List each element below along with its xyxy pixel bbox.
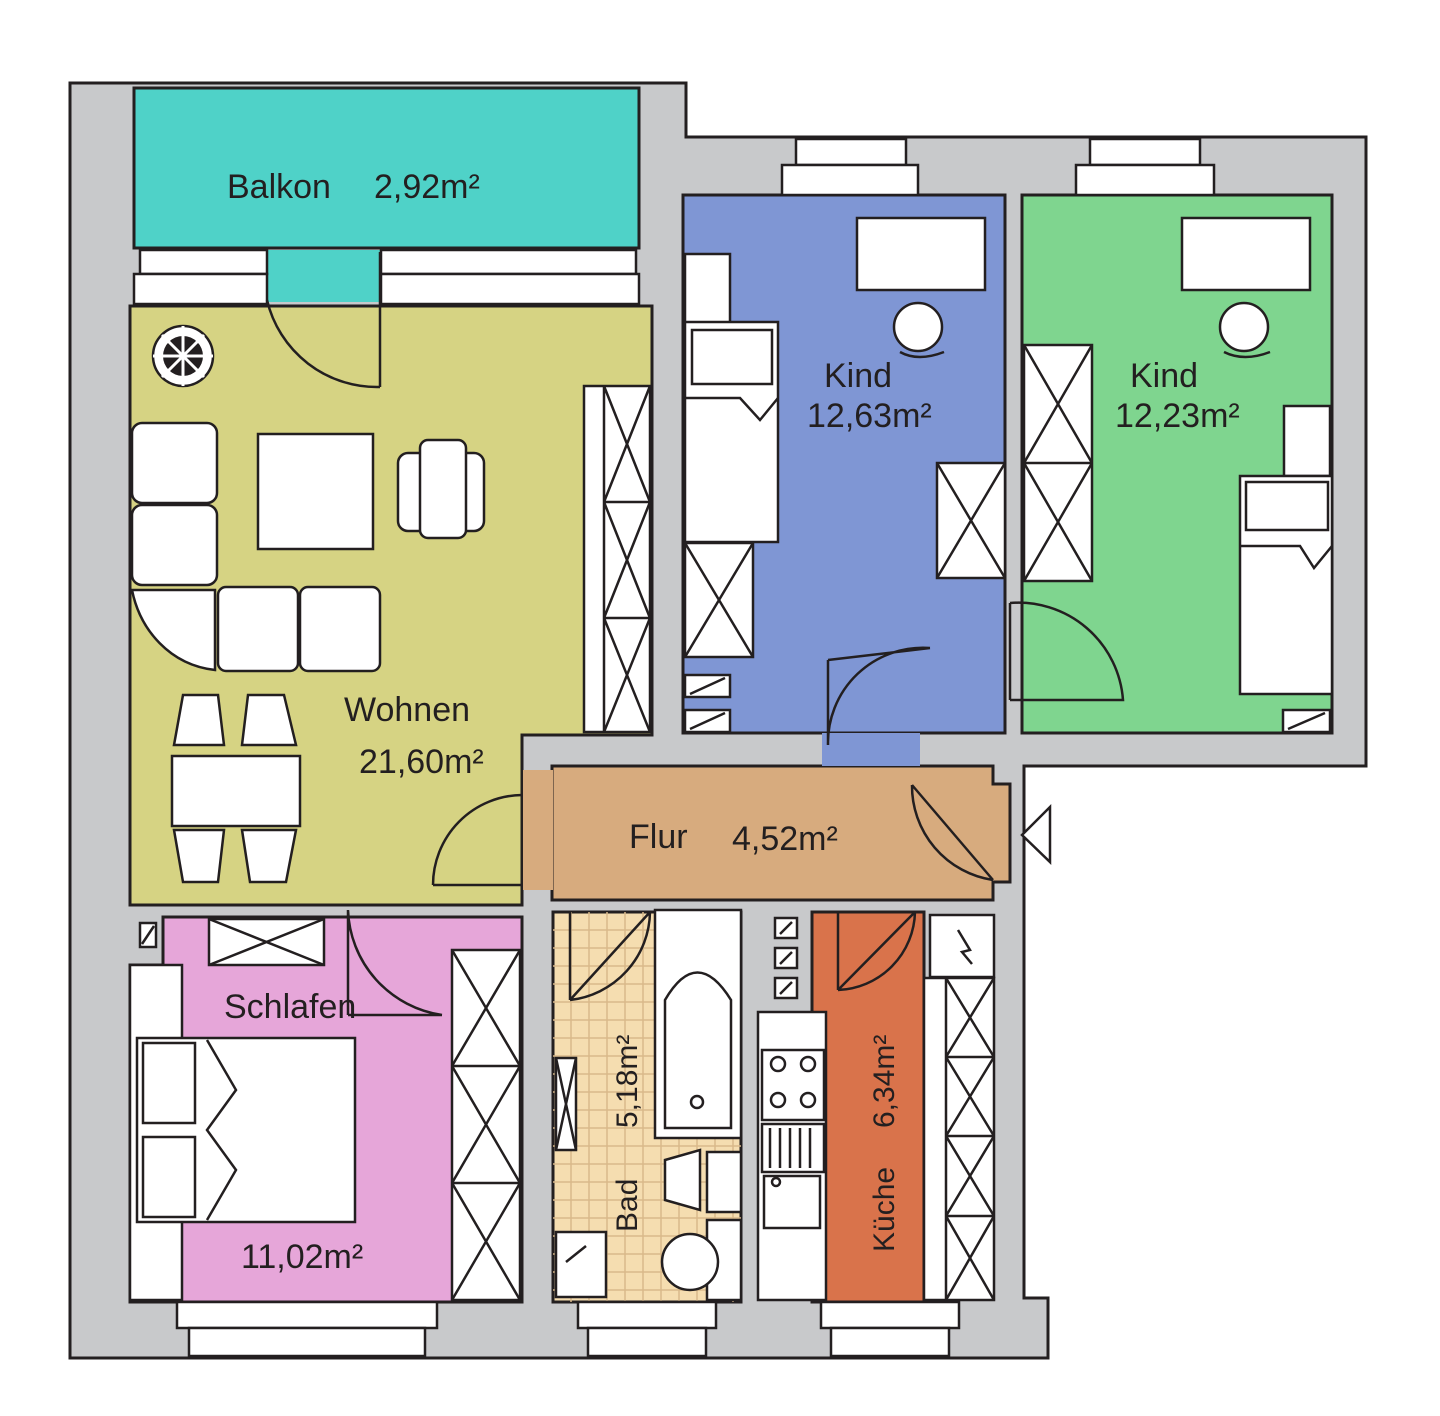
armchair [396,438,486,540]
schlafen-furniture [128,917,522,1302]
wardrobe-wohnen [582,384,652,734]
room-flur [550,764,1012,902]
coffee-table [256,432,375,551]
kind2-furniture [1022,216,1334,734]
entrance-arrow [1020,803,1052,865]
plant-icon [151,324,215,388]
label-balkon-name: Balkon [227,168,331,206]
label-kueche-name: Küche [868,1167,901,1252]
label-wohnen-name: Wohnen [344,691,470,729]
room-kueche [810,910,926,1304]
label-kueche-area: 6,34m² [868,1035,901,1128]
label-schlafen-area: 11,02m² [241,1238,363,1276]
kueche-fixtures [756,913,996,1302]
room-balkon [132,86,641,250]
label-flur-area: 4,52m² [732,820,838,858]
label-bad-area: 5,18m² [611,1035,644,1128]
flur-entry-opening [523,770,553,890]
label-flur-name: Flur [629,818,688,856]
label-wohnen-area: 21,60m² [359,743,484,781]
bad-fixtures [554,908,743,1302]
label-kind2-area: 12,23m² [1115,397,1240,435]
dining-table [170,693,302,884]
kind1-furniture [683,216,1007,734]
balkon-door-opening [268,250,380,302]
door-swings [265,252,1125,1017]
kind1-door-opening [822,733,920,766]
windows [132,137,1216,1358]
label-schlafen-name: Schlafen [224,988,356,1026]
label-kind1-name: Kind [824,357,892,395]
label-kind1-area: 12,63m² [807,397,932,435]
sofa [130,421,382,673]
label-balkon-area: 2,92m² [374,168,480,206]
label-kind2-name: Kind [1130,357,1198,395]
label-bad-name: Bad [611,1179,644,1232]
